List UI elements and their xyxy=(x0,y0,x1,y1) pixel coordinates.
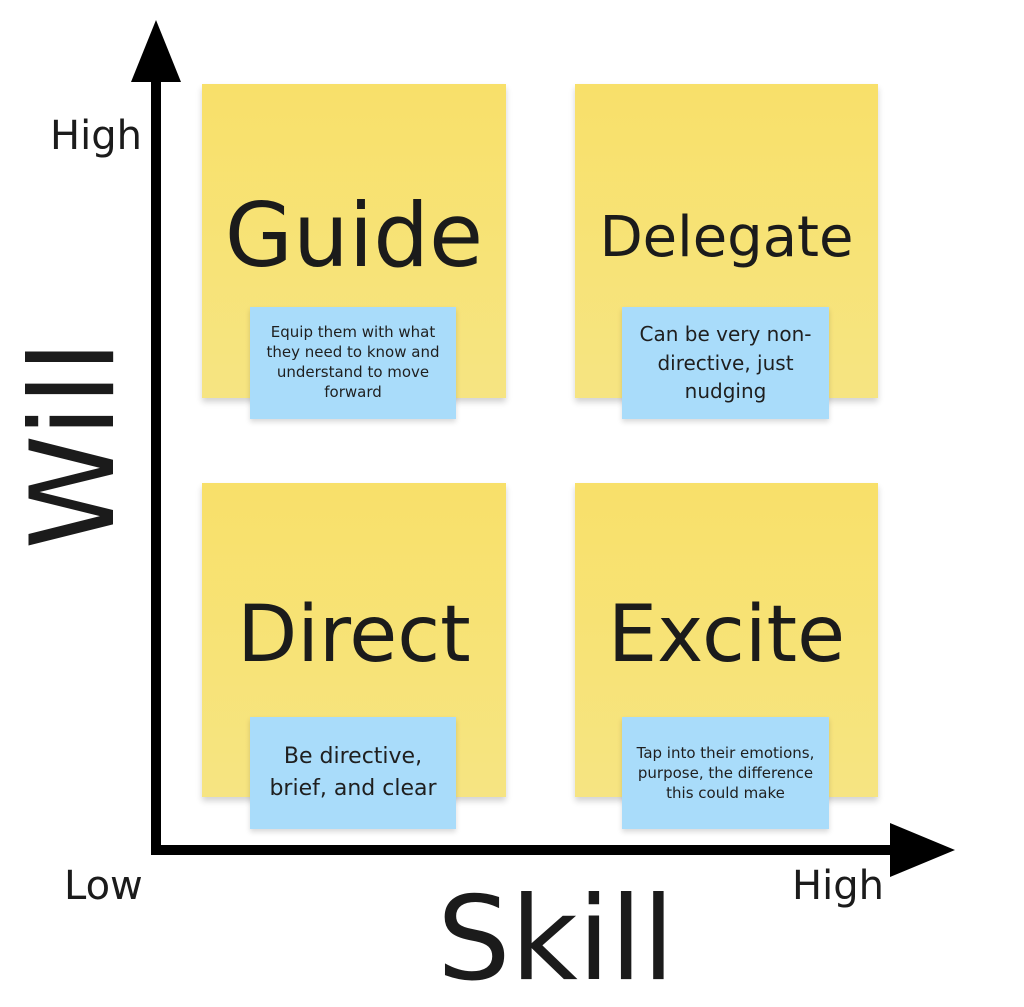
excite-title: Excite xyxy=(607,590,846,680)
x-axis-low-label: Low xyxy=(64,863,143,909)
guide-title: Guide xyxy=(224,184,484,287)
excite-note[interactable]: Tap into their emotions, purpose, the di… xyxy=(622,717,829,829)
x-axis-title: Skill xyxy=(437,872,675,1007)
guide-note[interactable]: Equip them with what they need to know a… xyxy=(250,307,456,419)
y-axis-arrowhead xyxy=(131,20,181,82)
excite-note-text: Tap into their emotions, purpose, the di… xyxy=(636,743,815,803)
direct-note-text: Be directive, brief, and clear xyxy=(269,744,437,801)
direct-note[interactable]: Be directive, brief, and clear xyxy=(250,717,456,829)
delegate-note[interactable]: Can be very non-directive, just nudging xyxy=(622,307,829,419)
y-axis-title: Will xyxy=(6,340,141,550)
direct-title: Direct xyxy=(237,590,471,680)
guide-note-text: Equip them with what they need to know a… xyxy=(266,323,440,401)
x-axis-arrowhead xyxy=(890,823,955,877)
x-axis-high-label: High xyxy=(792,863,884,909)
delegate-note-text: Can be very non-directive, just nudging xyxy=(639,322,812,404)
delegate-title: Delegate xyxy=(599,205,854,270)
y-axis-high-label: High xyxy=(50,113,142,159)
